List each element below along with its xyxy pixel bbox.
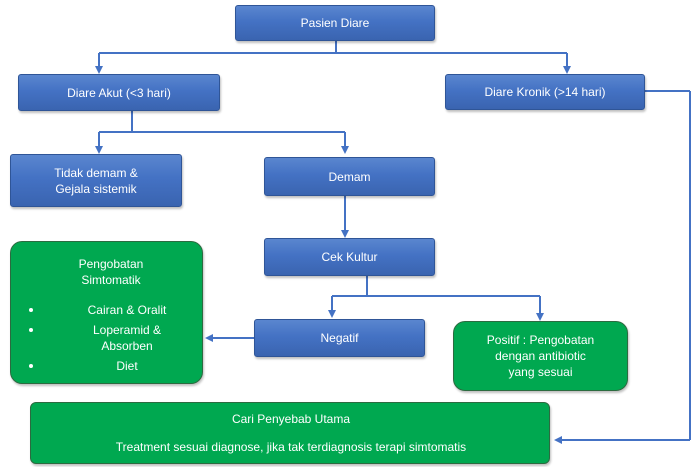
- pengobatan-list: Cairan & Oralit Loperamid & Absorben Die…: [21, 302, 201, 374]
- pengobatan-title-1: Pengobatan: [78, 257, 144, 271]
- positif-node: Positif : Pengobatan dengan antibiotic y…: [453, 321, 628, 391]
- positif-label-2: dengan antibiotic: [495, 349, 586, 363]
- tidak-demam-label-2: Gejala sistemik: [55, 181, 137, 196]
- list-item: Loperamid & Absorben: [21, 322, 201, 354]
- cari-penyebab-text: Treatment sesuai diagnose, jika tak terd…: [115, 440, 467, 454]
- cek-kultur-node: Cek Kultur: [264, 238, 435, 276]
- tidak-demam-node: Tidak demam & Gejala sistemik: [10, 154, 182, 207]
- demam-node: Demam: [264, 157, 435, 196]
- demam-label: Demam: [328, 169, 371, 184]
- negatif-label: Negatif: [320, 331, 359, 345]
- list-item: Diet: [21, 358, 201, 374]
- list-item: Cairan & Oralit: [21, 302, 201, 318]
- tidak-demam-label-1: Tidak demam &: [54, 165, 138, 180]
- pasien-diare-label: Pasien Diare: [300, 16, 370, 30]
- negatif-node: Negatif: [254, 319, 425, 357]
- positif-label-3: yang sesuai: [508, 365, 573, 379]
- diare-kronik-node: Diare Kronik (>14 hari): [445, 74, 645, 110]
- positif-label-1: Positif : Pengobatan: [486, 333, 595, 347]
- bullet-icon: [29, 364, 33, 368]
- cari-penyebab-title: Cari Penyebab Utama: [231, 412, 351, 426]
- pengobatan-title-2: Simtomatik: [81, 273, 141, 287]
- diare-akut-label: Diare Akut (<3 hari): [67, 85, 171, 100]
- bullet-icon: [29, 328, 33, 332]
- pengobatan-simtomatik-node: Pengobatan Simtomatik Cairan & Oralit Lo…: [10, 241, 203, 384]
- diare-akut-node: Diare Akut (<3 hari): [18, 74, 220, 111]
- bullet-icon: [29, 308, 33, 312]
- pasien-diare-node: Pasien Diare: [235, 5, 435, 41]
- diare-kronik-label: Diare Kronik (>14 hari): [484, 85, 606, 99]
- cek-kultur-label: Cek Kultur: [321, 250, 378, 264]
- cari-penyebab-node: Cari Penyebab Utama Treatment sesuai dia…: [30, 402, 550, 464]
